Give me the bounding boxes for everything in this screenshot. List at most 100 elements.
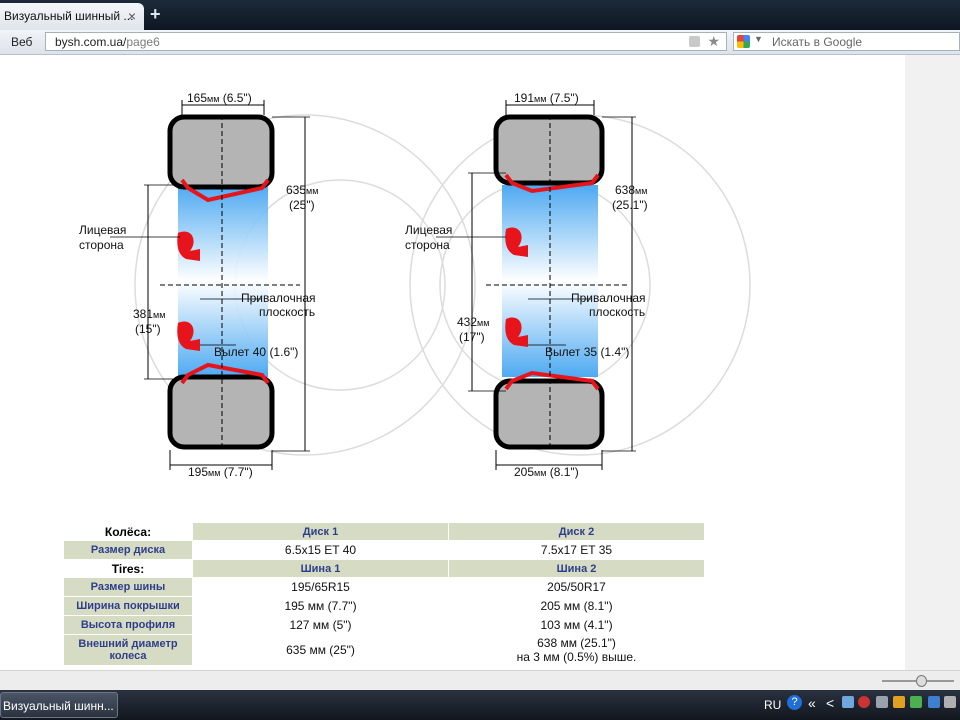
- zoom-slider-handle[interactable]: [916, 675, 927, 687]
- right-face-label-1: Лицевая: [405, 223, 453, 237]
- left-offset-label: Вылет 40 (1.6"): [214, 345, 299, 359]
- update-icon[interactable]: [893, 696, 905, 708]
- left-wheel: [110, 100, 310, 470]
- left-diameter-in-label: (25"): [289, 198, 315, 212]
- tray-arrow-icon[interactable]: <: [826, 695, 835, 711]
- spec-table: Колёса: Диск 1 Диск 2 Размер диска 6.5x1…: [63, 522, 705, 666]
- left-rim-top: [180, 178, 270, 203]
- row-value-1: 195/65R15: [291, 580, 350, 594]
- search-input[interactable]: ▼ Искать в Google: [733, 32, 960, 51]
- wheels-label: Колёса:: [64, 523, 192, 540]
- right-mount-label-2: плоскость: [589, 305, 646, 319]
- disk-size-2: 7.5x17 ET 35: [540, 543, 613, 557]
- tab-title: Визуальный шинный ...: [4, 9, 134, 23]
- tire-diagram: [110, 100, 751, 470]
- right-spoke-2: [505, 317, 528, 347]
- row-value-2: 205 мм (8.1"): [540, 599, 613, 613]
- new-tab-button[interactable]: +: [150, 4, 161, 24]
- right-tire-bottom: [493, 378, 605, 450]
- row-value-2: 205/50R17: [547, 580, 606, 594]
- language-indicator[interactable]: RU: [764, 698, 782, 712]
- table-row: Ширина покрышки 195 мм (7.7") 205 мм (8.…: [64, 597, 704, 615]
- left-rim-in-label: (15"): [135, 322, 161, 336]
- table-row: Высота профиля 127 мм (5") 103 мм (4.1"): [64, 616, 704, 634]
- right-offset-label: Вылет 35 (1.4"): [545, 345, 630, 359]
- outer-diameter-label: Внешний диаметр колеса: [64, 635, 192, 665]
- right-rim-bottom: [504, 370, 600, 391]
- outer-label-line-1: Внешний диаметр: [78, 638, 178, 650]
- disk-size-1: 6.5x15 ET 40: [284, 543, 357, 557]
- antivirus-icon[interactable]: [858, 696, 870, 708]
- tire2-header: Шина 2: [449, 560, 704, 577]
- security-icon[interactable]: [928, 696, 940, 708]
- url-path: page6: [126, 35, 160, 49]
- left-face-label-2: сторона: [79, 238, 124, 252]
- row-label: Ширина покрышки: [64, 597, 192, 615]
- table-row: Колёса: Диск 1 Диск 2: [64, 523, 704, 540]
- row-value-1: 127 мм (5"): [289, 618, 352, 632]
- outline-circle-left: [134, 114, 476, 456]
- disk1-header: Диск 1: [193, 523, 448, 540]
- outer-label-line-2: колеса: [109, 650, 147, 662]
- left-spoke-2: [177, 321, 200, 351]
- right-diameter-label: 638мм: [615, 183, 648, 197]
- tray-app-icon[interactable]: [944, 696, 956, 708]
- left-mount-label-2: плоскость: [259, 305, 316, 319]
- network-icon[interactable]: [842, 696, 854, 708]
- star-icon[interactable]: ★: [707, 33, 720, 49]
- right-mount-label-1: Привалочная: [571, 291, 646, 305]
- disk-size-label: Размер диска: [64, 541, 192, 559]
- table-row: Размер диска 6.5x15 ET 40 7.5x17 ET 35: [64, 541, 704, 559]
- left-bottom-width-label: 195мм (7.7"): [188, 465, 253, 479]
- left-diameter-label: 635мм: [286, 183, 319, 197]
- tires-label: Tires:: [64, 560, 192, 577]
- left-tire-bottom: [167, 374, 275, 450]
- address-bar[interactable]: bysh.com.ua/page6 ★: [45, 32, 727, 51]
- table-row: Tires: Шина 1 Шина 2: [64, 560, 704, 577]
- tab-strip: Визуальный шинный ... × +: [0, 0, 960, 30]
- left-tire-top: [167, 114, 275, 190]
- outer-value-2-line-2: на 3 мм (0.5%) выше.: [516, 650, 637, 664]
- right-face-label-2: сторона: [405, 238, 450, 252]
- right-top-width-label: 191мм (7.5"): [514, 91, 579, 105]
- left-face-label-1: Лицевая: [79, 223, 127, 237]
- row-value-1: 195 мм (7.7"): [284, 599, 357, 613]
- left-rim-bottom: [180, 362, 270, 385]
- google-icon[interactable]: [737, 35, 750, 48]
- left-mount-label-1: Привалочная: [241, 291, 316, 305]
- taskbar: Визуальный шинн... RU ? « <: [0, 690, 960, 720]
- tab-active[interactable]: Визуальный шинный ... ×: [0, 3, 144, 30]
- status-bar: [0, 670, 960, 691]
- row-value-2: 103 мм (4.1"): [540, 618, 613, 632]
- right-wheel: [436, 100, 636, 470]
- left-rim-label: 381мм: [133, 307, 166, 321]
- right-spoke-1: [505, 227, 528, 257]
- browser-toolbar: Веб bysh.com.ua/page6 ★ ▼ Искать в Googl…: [0, 30, 960, 55]
- volume-icon[interactable]: [876, 696, 888, 708]
- rss-icon[interactable]: [689, 36, 700, 47]
- flag-icon[interactable]: [910, 696, 922, 708]
- taskbar-item-browser[interactable]: Визуальный шинн...: [0, 692, 118, 718]
- outer-value-2: 638 мм (25.1") на 3 мм (0.5%) выше.: [449, 635, 704, 665]
- left-spoke-1: [177, 231, 200, 261]
- right-bottom-width-label: 205мм (8.1"): [514, 465, 579, 479]
- right-diameter-in-label: (25.1"): [612, 198, 648, 212]
- web-button[interactable]: Веб: [11, 35, 33, 49]
- table-row: Внешний диаметр колеса 635 мм (25") 638 …: [64, 635, 704, 665]
- search-placeholder: Искать в Google: [772, 35, 863, 49]
- chevron-down-icon[interactable]: ▼: [754, 34, 763, 44]
- outer-value-1: 635 мм (25"): [286, 643, 355, 657]
- right-rim-label: 432мм: [457, 315, 490, 329]
- right-rim-top: [504, 173, 600, 194]
- right-tire-top: [493, 114, 605, 186]
- table-row: Размер шины 195/65R15 205/50R17: [64, 578, 704, 596]
- tray-expand-icon[interactable]: «: [808, 695, 816, 711]
- help-icon[interactable]: ?: [787, 695, 802, 710]
- row-label: Размер шины: [64, 578, 192, 596]
- outer-value-2-line-1: 638 мм (25.1"): [537, 636, 616, 650]
- url-domain: bysh.com.ua/: [55, 35, 127, 49]
- left-top-width-label: 165мм (6.5"): [187, 91, 252, 105]
- right-rim-in-label: (17"): [459, 330, 485, 344]
- close-icon[interactable]: ×: [127, 8, 136, 24]
- disk2-header: Диск 2: [449, 523, 704, 540]
